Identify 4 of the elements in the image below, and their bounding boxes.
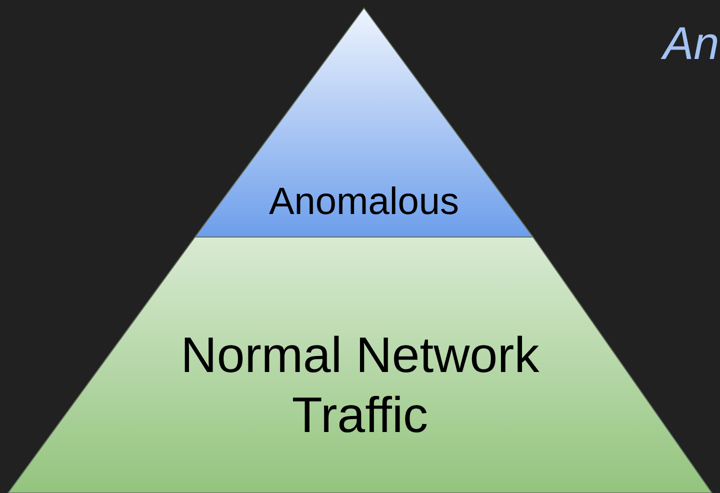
tier-label: Anomalous [268, 180, 460, 225]
pyramid-top-section [195, 8, 533, 237]
heading-text: An [663, 16, 720, 70]
tier-label: Normal Network Traffic [180, 326, 540, 445]
